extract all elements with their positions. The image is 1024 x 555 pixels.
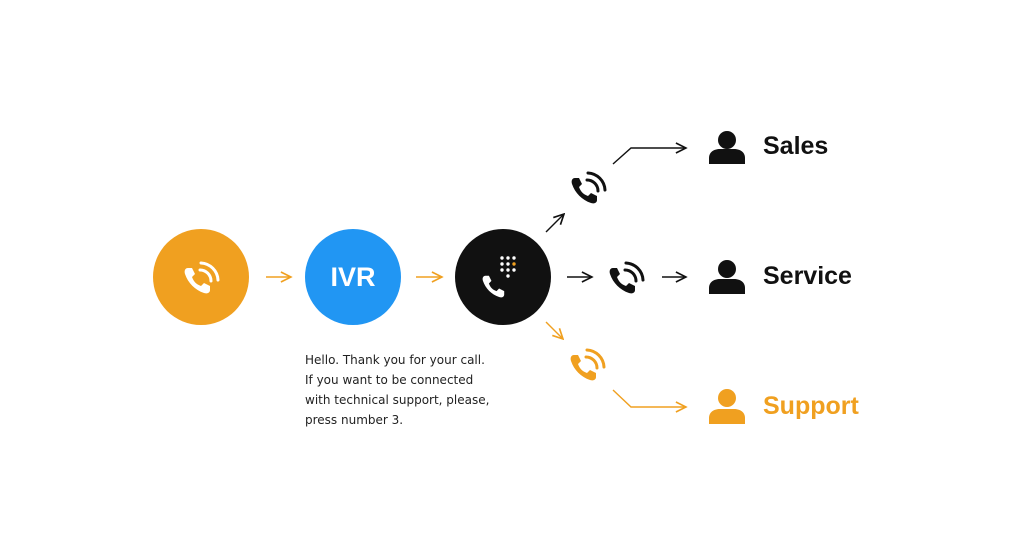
arrow-call-to-sales [612, 148, 686, 165]
department-service-label: Service [763, 262, 852, 290]
person-icon [709, 131, 745, 164]
arrow-call-to-support [612, 389, 686, 407]
message-line: Hello. Thank you for your call. [305, 353, 485, 367]
arrow-dialer-to-support-call [545, 321, 563, 339]
ringing-phone-icon [609, 261, 645, 294]
ivr-node [305, 229, 401, 325]
message-line: with technical support, please, [305, 393, 490, 407]
dialpad-phone-icon [482, 256, 516, 298]
person-icon [709, 389, 745, 424]
department-support-label: Support [763, 392, 859, 420]
dialer-node [455, 229, 551, 325]
department-sales-label: Sales [763, 132, 829, 160]
message-line: press number 3. [305, 413, 404, 427]
ivr-label: IVR [330, 261, 376, 292]
arrow-dialer-to-sales-call [545, 214, 564, 233]
ringing-phone-icon [184, 261, 220, 294]
ivr-greeting-message: Hello. Thank you for your call. If you w… [305, 350, 525, 430]
ringing-phone-icon [571, 171, 607, 204]
incoming-call-node [153, 229, 249, 325]
person-icon [709, 260, 745, 294]
ringing-phone-icon [570, 348, 606, 381]
message-line: If you want to be connected [305, 373, 474, 387]
